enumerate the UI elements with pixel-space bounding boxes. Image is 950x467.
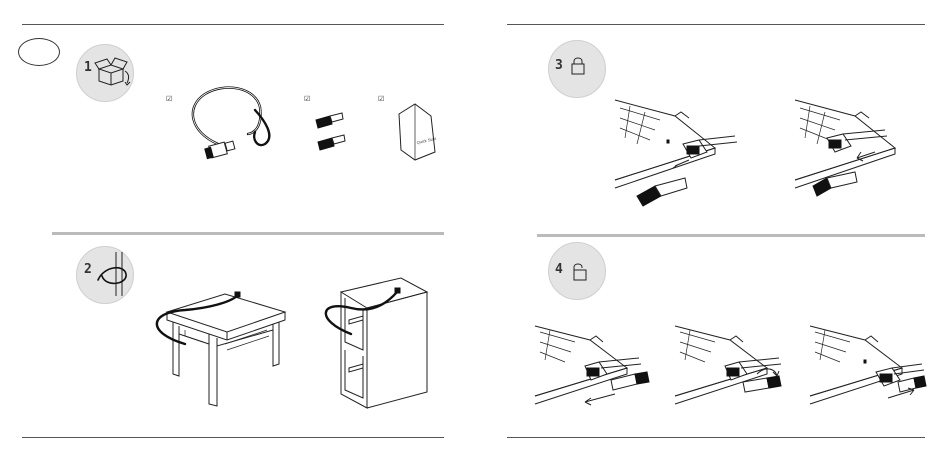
table-illustration [145, 282, 295, 407]
laptop-insert-key [535, 316, 655, 434]
section-divider [52, 232, 444, 235]
section-divider [537, 234, 925, 237]
bottom-rule [507, 437, 925, 438]
cabinet-illustration [315, 270, 440, 410]
step-1-number: 1 [84, 60, 92, 75]
step-3-number: 3 [555, 58, 563, 73]
laptop-insert-lock [615, 88, 745, 228]
open-box-icon [95, 55, 133, 87]
left-page: 1 ☑ ☑ ☑ Quick Start 2 [0, 0, 475, 467]
unlocked-padlock-icon [570, 262, 588, 282]
right-page: 3 4 [475, 0, 950, 467]
step-4-number: 4 [555, 262, 563, 277]
check-box-icon: ☑ [304, 95, 310, 103]
step-2-number: 2 [84, 262, 92, 277]
laptop-lock-attached [795, 88, 925, 228]
language-badge [18, 38, 60, 66]
keys-illustration [312, 106, 352, 154]
cable-lock-illustration [170, 82, 280, 172]
bottom-rule [22, 437, 444, 438]
top-rule [507, 24, 925, 25]
laptop-turn-key [675, 316, 795, 434]
quick-start-booklet: Quick Start [395, 100, 441, 162]
locked-padlock-icon [570, 56, 586, 76]
top-rule [22, 24, 444, 25]
cable-loop-icon [94, 252, 134, 298]
check-box-icon: ☑ [378, 95, 384, 103]
laptop-remove-lock [810, 316, 930, 434]
